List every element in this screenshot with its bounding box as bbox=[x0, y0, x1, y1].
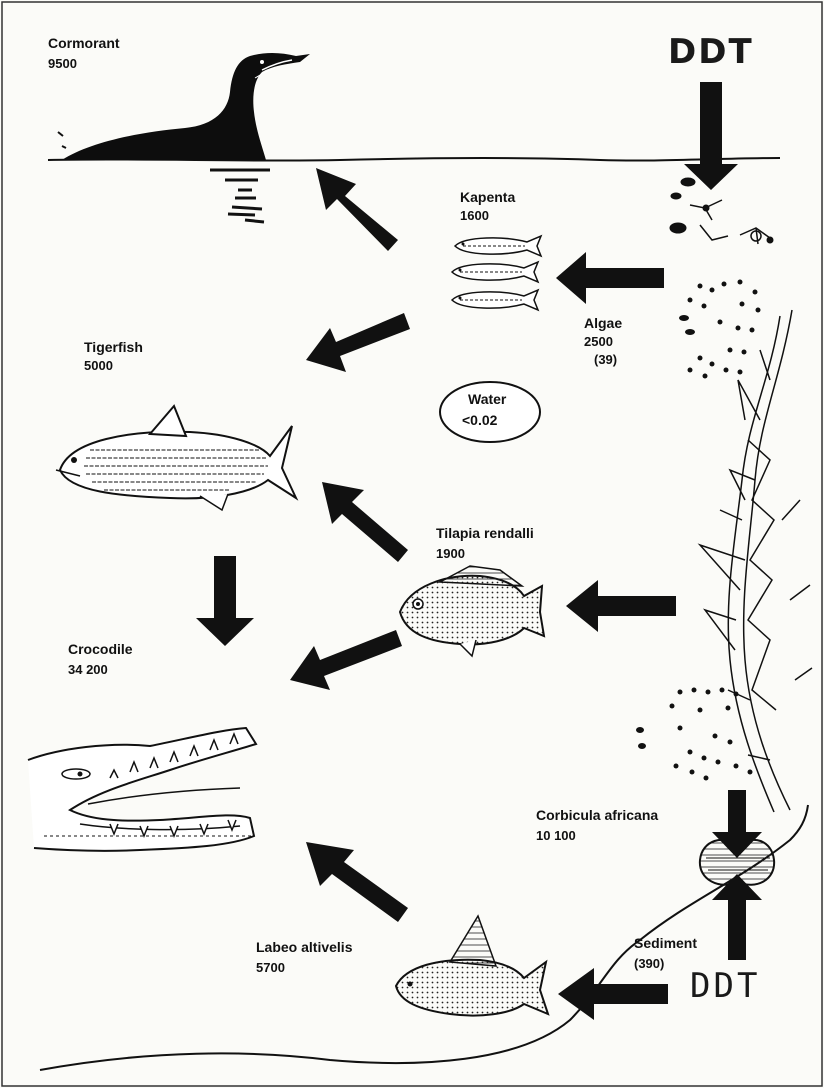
labeo-name: Labeo altivelis bbox=[256, 938, 352, 956]
arrow-plant-to-tilapia bbox=[566, 580, 676, 632]
kapenta-name: Kapenta bbox=[460, 188, 515, 206]
kapenta-illustration bbox=[452, 236, 541, 310]
arrow-tigerfish-to-crocodile bbox=[196, 556, 254, 646]
sediment-value: (390) bbox=[634, 956, 664, 972]
plankton-illustration bbox=[670, 178, 773, 244]
arrow-tilapia-to-crocodile bbox=[290, 630, 402, 690]
algae-value: 2500 bbox=[584, 334, 613, 350]
corbicula-value: 10 100 bbox=[536, 828, 576, 844]
tigerfish-name: Tigerfish bbox=[84, 338, 143, 356]
sediment-name: Sediment bbox=[634, 934, 697, 952]
crocodile-illustration bbox=[28, 728, 256, 851]
arrow-algae-to-kapenta bbox=[556, 252, 664, 304]
labeo-illustration bbox=[396, 916, 548, 1016]
arrow-sediment-to-labeo bbox=[558, 968, 668, 1020]
arrow-kapenta-to-tigerfish bbox=[306, 313, 410, 372]
ddt-source-bottom-label: DDT bbox=[690, 966, 760, 1006]
ddt-source-top-label: DDT bbox=[668, 32, 754, 72]
water-value: <0.02 bbox=[462, 412, 497, 428]
algae-sub-value: (39) bbox=[594, 352, 617, 368]
tilapia-value: 1900 bbox=[436, 546, 465, 562]
arrow-labeo-to-crocodile bbox=[306, 842, 408, 922]
cormorant-value: 9500 bbox=[48, 56, 77, 72]
crocodile-value: 34 200 bbox=[68, 662, 108, 678]
cormorant-illustration bbox=[58, 53, 310, 222]
cormorant-name: Cormorant bbox=[48, 34, 120, 52]
algae-name: Algae bbox=[584, 314, 622, 332]
labeo-value: 5700 bbox=[256, 960, 285, 976]
corbicula-name: Corbicula africana bbox=[536, 806, 658, 824]
sediment-dots-illustration bbox=[636, 688, 753, 781]
algae-dots-illustration bbox=[679, 280, 761, 379]
kapenta-value: 1600 bbox=[460, 208, 489, 224]
water-name: Water bbox=[468, 390, 506, 408]
tigerfish-value: 5000 bbox=[84, 358, 113, 374]
tilapia-illustration bbox=[400, 566, 544, 656]
crocodile-name: Crocodile bbox=[68, 640, 133, 658]
tilapia-name: Tilapia rendalli bbox=[436, 524, 534, 542]
tigerfish-illustration bbox=[56, 406, 296, 510]
arrow-ddt-to-water bbox=[684, 82, 738, 190]
arrow-tilapia-to-tigerfish bbox=[322, 482, 408, 562]
arrow-kapenta-to-cormorant bbox=[316, 168, 398, 251]
